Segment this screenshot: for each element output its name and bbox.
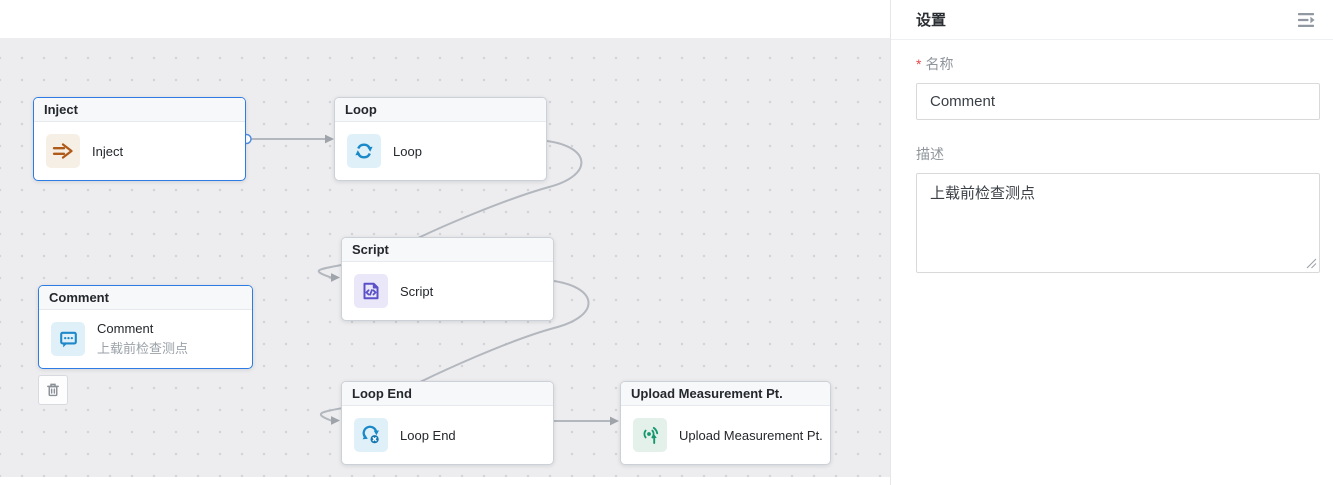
loop-sync-icon xyxy=(347,134,381,168)
trash-icon xyxy=(47,383,59,397)
edge-loopend-upload[interactable] xyxy=(553,416,619,426)
required-asterisk: * xyxy=(916,56,922,72)
delete-node-button[interactable] xyxy=(38,375,68,405)
name-input[interactable] xyxy=(916,83,1320,120)
node-script-label: Script xyxy=(400,283,434,299)
node-inject-header: Inject xyxy=(34,98,245,122)
settings-panel-header: 设置 xyxy=(891,0,1333,40)
node-comment[interactable]: Comment Comment 上载前检查测点 xyxy=(38,285,253,369)
node-loop[interactable]: Loop Loop xyxy=(334,97,547,181)
edge-script-loopend[interactable] xyxy=(320,280,590,425)
node-loop-end-label: Loop End xyxy=(400,427,456,443)
loop-end-icon xyxy=(354,418,388,452)
description-field-label: 描述 xyxy=(916,146,944,162)
settings-panel: 设置 * 名称 描述 上载前检查测点 xyxy=(890,0,1333,485)
node-comment-header: Comment xyxy=(39,286,252,310)
node-loop-header: Loop xyxy=(335,98,546,122)
upload-signal-icon xyxy=(633,418,667,452)
node-comment-label: Comment xyxy=(97,321,154,336)
node-comment-sublabel: 上载前检查测点 xyxy=(97,341,189,356)
edge-loop-script[interactable] xyxy=(317,140,583,282)
node-upload-measurement[interactable]: Upload Measurement Pt. Upload Measuremen… xyxy=(620,381,831,465)
description-textarea[interactable]: 上载前检查测点 xyxy=(916,173,1320,273)
collapse-panel-button[interactable] xyxy=(1297,12,1317,28)
settings-form: * 名称 描述 上载前检查测点 xyxy=(891,40,1333,273)
script-code-icon xyxy=(354,274,388,308)
settings-title: 设置 xyxy=(916,12,947,29)
edge-inject-loop[interactable] xyxy=(251,134,334,144)
node-script[interactable]: Script Script xyxy=(341,237,554,321)
node-loop-end[interactable]: Loop End Loop End xyxy=(341,381,554,465)
comment-bubble-icon xyxy=(51,322,85,356)
inject-arrow-icon xyxy=(46,134,80,168)
edges-layer xyxy=(241,133,619,426)
collapse-panel-icon xyxy=(1298,12,1315,27)
node-loop-label: Loop xyxy=(393,143,422,159)
node-script-header: Script xyxy=(342,238,553,262)
node-upload-header: Upload Measurement Pt. xyxy=(621,382,830,406)
flow-canvas[interactable]: Inject Inject Loop xyxy=(0,0,890,485)
node-inject-label: Inject xyxy=(92,143,124,159)
node-inject[interactable]: Inject Inject xyxy=(33,97,246,181)
node-upload-label: Upload Measurement Pt. xyxy=(679,427,823,443)
name-field-label: * 名称 xyxy=(916,56,954,72)
node-loop-end-header: Loop End xyxy=(342,382,553,406)
description-field: 上载前检查测点 xyxy=(916,173,1320,273)
